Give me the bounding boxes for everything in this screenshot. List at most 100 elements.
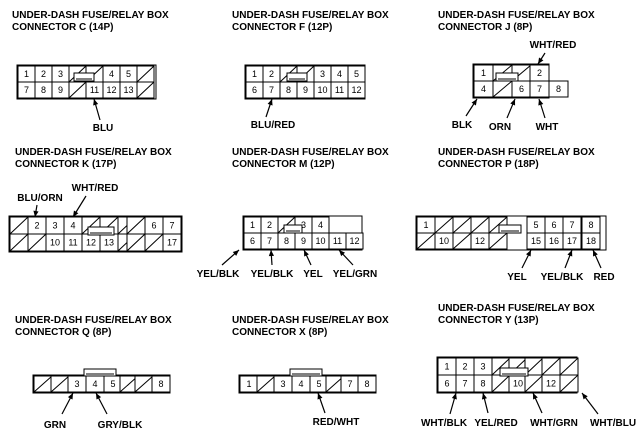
connector-q-pin-blank-1-blank-hatch [50, 375, 70, 393]
wire-wht-blu-3-label: WHT/BLU [590, 418, 636, 429]
connector-y-bottom-pin-blank-5-blank-hatch [524, 374, 544, 393]
connector-p-bottom-pin-12-number: 12 [475, 236, 485, 246]
connector-p-bottom-pin-18 [581, 232, 601, 250]
connector-p-bottom-pin-blank-0-blank-hatch [416, 232, 436, 250]
connector-x-pin-3-number: 3 [280, 379, 285, 389]
wire-yel-0-label: YEL [507, 272, 526, 283]
connector-c-bottom-pin-blank-3-blank-hatch [68, 81, 87, 99]
connector-k-top-pin-blank-4-blank-hatch [81, 216, 101, 235]
connector-k-top-pin-4-number: 4 [70, 221, 75, 231]
connector-c-bottom-pin-12-number: 12 [106, 85, 116, 95]
connector-y-top-pin-blank-6-blank-hatch [541, 357, 561, 376]
connector-y-top-pin-1-number: 1 [444, 362, 449, 372]
wire-blu-red-0-label: BLU/RED [251, 120, 295, 131]
wire-yel-blk-1-arrowhead [268, 250, 274, 257]
connector-p-top-pin-7-number: 7 [569, 220, 574, 230]
connector-p-bottom-pin-15-number: 15 [531, 236, 541, 246]
connector-q-lock-tab [83, 368, 117, 377]
connector-k-bottom-pin-blank-8-blank-hatch [144, 233, 164, 252]
connector-title-line-2: CONNECTOR K (17P) [15, 159, 117, 170]
connector-k-bottom-pin-blank-1-blank-hatch [27, 233, 47, 252]
connector-k-lock-tab [87, 226, 115, 236]
connector-k-bottom-pin-blank-0-blank-hatch [9, 233, 29, 252]
connector-k-bottom-pin-10-number: 10 [50, 238, 60, 248]
wire-wht-red-1-arrowhead [73, 210, 79, 217]
connector-c-bottom-pin-9-number: 9 [58, 85, 63, 95]
connector-x-pin-8 [357, 375, 377, 393]
connector-p-bottom-pin-10-number: 10 [439, 236, 449, 246]
wire-wht-blk-0-label: WHT/BLK [421, 418, 468, 429]
connector-x-pin-8-number: 8 [364, 379, 369, 389]
connector-y-lock-tab [499, 367, 529, 377]
wire-yel-red-1-arrowhead [481, 393, 487, 400]
connector-x-pin-4-number: 4 [298, 379, 303, 389]
connector-x-pin-5-number: 5 [316, 379, 321, 389]
connector-f-top-pin-5-number: 5 [354, 69, 359, 79]
wire-wht-red-0-arrowhead [538, 57, 544, 64]
connector-k-top-pin-3-number: 3 [52, 221, 57, 231]
connector-p-bottom-pin-18-number: 18 [586, 236, 596, 246]
connector-p-top-pin-blank-3-blank-hatch [470, 216, 490, 234]
connector-k-bottom-pin-12-number: 12 [86, 238, 96, 248]
connector-y-bottom-pin-blank-7-blank-hatch [559, 374, 579, 393]
connector-m-bottom-pin-10-number: 10 [315, 236, 325, 246]
wire-yel-blk-1-label: YEL/BLK [251, 269, 295, 280]
connector-p-top-pin-blank-1-blank-hatch [434, 216, 454, 234]
connector-title-line-1: UNDER-DASH FUSE/RELAY BOX [15, 315, 172, 326]
connector-m-lock-tab [283, 224, 303, 234]
wire-blk-1-arrowhead [471, 99, 477, 106]
connector-k-top-pin-6-number: 6 [151, 221, 156, 231]
wire-red-2-label: RED [593, 272, 614, 283]
connector-f-top-pin-2-number: 2 [269, 69, 274, 79]
connector-m-top-pin-2-number: 2 [267, 220, 272, 230]
connector-f-top-pin-4-number: 4 [337, 69, 342, 79]
connector-title-line-2: CONNECTOR F (12P) [232, 22, 332, 33]
connector-p-top-pin-blank-4-blank-hatch [488, 216, 508, 234]
connector-f-bottom-pin-6-number: 6 [252, 85, 257, 95]
connector-p-bottom-pin-blank-2-blank-hatch [452, 232, 472, 250]
wire-yel-blk-0-label: YEL/BLK [197, 269, 241, 280]
connector-c-top-pin-blank-7-blank-hatch [136, 65, 155, 83]
connector-title-line-2: CONNECTOR P (18P) [438, 159, 539, 170]
connector-y-top-pin-blank-3-blank-hatch [491, 357, 511, 376]
connector-q-pin-blank-6-blank-hatch [134, 375, 154, 393]
connector-k-top-pin-blank-0-blank-hatch [9, 216, 29, 235]
connector-m-top-pin-1-number: 1 [250, 220, 255, 230]
connector-m-bottom-pin-12 [345, 232, 364, 250]
connector-c-bottom-pin-blank-7-blank-hatch [136, 81, 155, 99]
wire-blu-orn-0-arrowhead [33, 210, 39, 217]
connector-c-top-pin-4-number: 4 [109, 69, 114, 79]
wire-red-wht-0-arrowhead [317, 393, 323, 400]
wire-blu-0-label: BLU [93, 123, 114, 134]
connector-q-pin-8-number: 8 [158, 379, 163, 389]
connector-p-top-pin-1-number: 1 [423, 220, 428, 230]
connector-y-top-pin-blank-7-blank-hatch [559, 357, 579, 376]
connector-q-pin-4-number: 4 [92, 379, 97, 389]
connector-m-top-pin-3-number: 3 [301, 220, 306, 230]
connector-c-bottom-pin-11-number: 11 [90, 85, 99, 95]
connector-x-pin-7-number: 7 [347, 379, 352, 389]
connector-f-bottom-pin-8-number: 8 [286, 85, 291, 95]
connector-q-pin-blank-0-blank-hatch [33, 375, 53, 393]
connector-c-top-pin-5-number: 5 [126, 69, 131, 79]
wire-orn-2-label: ORN [489, 122, 511, 133]
connector-title-line-1: UNDER-DASH FUSE/RELAY BOX [12, 10, 169, 21]
wire-yel-blk-1-arrowhead [567, 250, 573, 257]
connector-c-bottom-pin-7-number: 7 [24, 85, 29, 95]
wire-wht-red-1-label: WHT/RED [72, 183, 119, 194]
connector-title-line-1: UNDER-DASH FUSE/RELAY BOX [232, 315, 389, 326]
connector-y-bottom-pin-12-number: 12 [546, 379, 556, 389]
wire-blu-0-arrowhead [93, 99, 99, 106]
wire-wht-blu-3-arrowhead [582, 393, 588, 400]
connector-title-line-1: UNDER-DASH FUSE/RELAY BOX [438, 303, 595, 314]
wire-wht-3-arrowhead [538, 99, 544, 106]
connector-f-top-pin-1-number: 1 [252, 69, 257, 79]
connector-m-bottom-pin-12-number: 12 [349, 236, 359, 246]
wire-blk-1-label: BLK [452, 120, 473, 131]
wire-orn-2-arrowhead [510, 99, 516, 106]
wire-yel-2-arrowhead [304, 250, 309, 257]
